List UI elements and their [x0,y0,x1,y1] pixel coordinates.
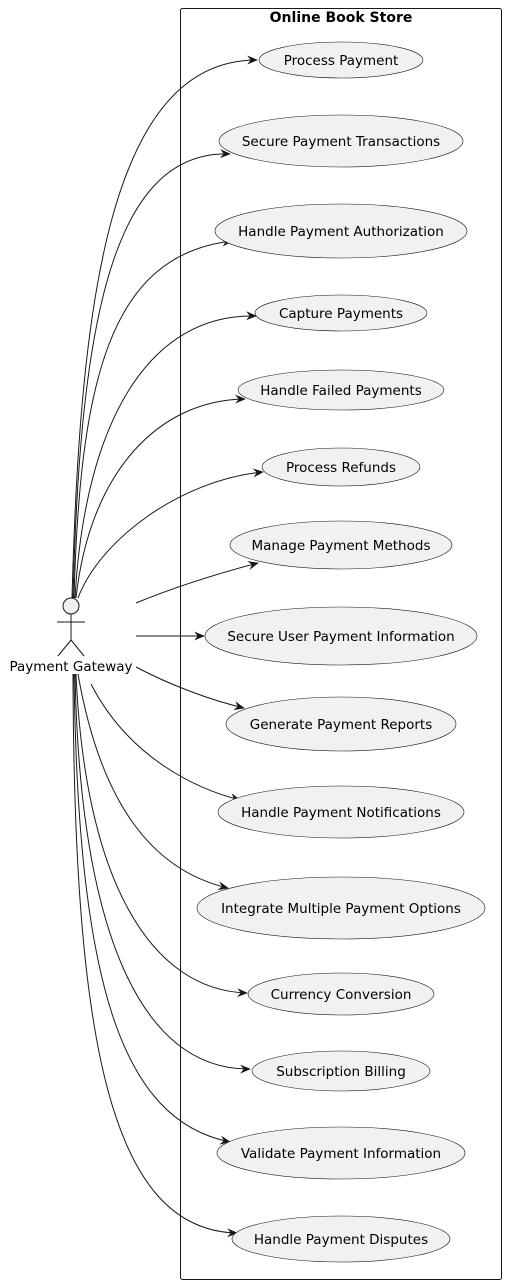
actor-right-leg [70,639,85,657]
use-case-ellipse [261,447,421,487]
use-case-label: Currency Conversion [271,987,412,1003]
use-case-label: Subscription Billing [276,1064,406,1080]
use-case: Handle Payment Disputes [231,1215,451,1263]
use-case: Integrate Multiple Payment Options [196,876,486,940]
association-arrow [135,666,245,711]
actor-stick-figure [57,597,85,657]
use-case-label: Process Refunds [286,460,396,476]
use-case-label: Handle Payment Authorization [238,224,444,240]
use-case-ellipse [214,203,468,259]
use-case-ellipse [196,876,486,940]
use-case: Handle Payment Notifications [217,785,465,839]
use-case-label: Validate Payment Information [241,1146,441,1162]
use-case-label: Handle Payment Notifications [241,805,441,821]
use-case: Process Payment [258,41,424,79]
use-case-label: Generate Payment Reports [250,717,433,733]
use-case-label: Process Payment [284,53,399,69]
associations [71,55,264,1238]
use-case: Validate Payment Information [216,1126,466,1180]
actor: Payment Gateway [9,597,133,675]
use-case-ellipse [237,369,445,411]
use-case-ellipse [217,785,465,839]
association-arrow [73,673,231,1145]
use-case: Handle Payment Authorization [214,203,468,259]
association-arrow [90,683,241,802]
use-case: Process Refunds [261,447,421,487]
use-case: Secure Payment Transactions [218,114,464,168]
use-case-ellipse [216,1126,466,1180]
use-case-ellipse [231,1215,451,1263]
association-arrow [74,673,251,1074]
use-case: Secure User Payment Information [204,606,478,666]
use-case-label: Handle Payment Disputes [254,1232,428,1248]
use-case: Handle Failed Payments [237,369,445,411]
use-case: Subscription Billing [251,1050,431,1092]
system-boundary: Online Book Store [180,8,502,1280]
use-case-label: Secure User Payment Information [227,629,454,645]
actor-head [62,597,80,615]
actor-name: Payment Gateway [9,659,132,675]
association-arrow [75,673,248,998]
association-arrow [135,561,259,604]
association-arrow [77,468,264,599]
use-case-ellipse [229,520,453,570]
use-case-label: Capture Payments [279,306,403,322]
association-arrow [74,311,257,599]
use-case-label: Integrate Multiple Payment Options [221,901,461,917]
use-case: Capture Payments [254,294,428,332]
use-case-ellipse [258,41,424,79]
use-case-ellipse [251,1050,431,1092]
use-case: Currency Conversion [247,972,435,1016]
association-arrow [73,237,233,599]
use-case-label: Secure Payment Transactions [242,134,440,150]
use-case: Manage Payment Methods [229,520,453,570]
system-title: Online Book Store [270,10,413,26]
actor-left-leg [57,639,72,657]
use-case: Generate Payment Reports [225,696,457,752]
association-arrow [71,55,258,599]
association-arrow [77,673,229,891]
use-case-ellipse [247,972,435,1016]
use-case-label: Handle Failed Payments [260,383,422,399]
use-case-ellipse [204,606,478,666]
association-arrow [75,394,246,599]
use-case-label: Manage Payment Methods [252,538,431,554]
system-boundary-box [180,8,502,1280]
use-case-ellipse [254,294,428,332]
use-case-ellipse [218,114,464,168]
use-case-ellipse [225,696,457,752]
association-arrow [72,673,238,1238]
association-arrow [72,149,231,599]
